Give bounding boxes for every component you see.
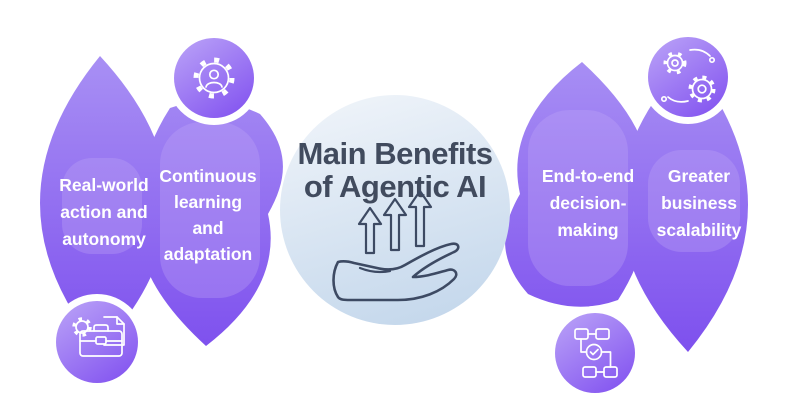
briefcase-gear-document-badge [49, 294, 145, 390]
connected-gears-badge [641, 30, 735, 124]
label-line: autonomy [62, 229, 146, 249]
badge-circle [648, 37, 728, 117]
label-line: decision- [550, 193, 627, 213]
label-line: scalability [657, 220, 742, 240]
person-in-gear-badge [167, 31, 261, 125]
hand-with-growth-arrows-icon [332, 189, 460, 302]
petal-scalability-highlight [648, 150, 740, 252]
label-line: business [661, 193, 737, 213]
label-line: End-to-end [542, 166, 634, 186]
flowchart-check-badge [548, 306, 642, 400]
petal-end-to-end-shape [505, 62, 650, 307]
petal-continuous-learning-label: Continuous learning and adaptation [159, 166, 256, 264]
label-line: Real-world [59, 175, 148, 195]
connected-gears-icon [660, 48, 716, 103]
label-line: Continuous [159, 166, 256, 186]
label-line: making [557, 220, 618, 240]
label-line: adaptation [164, 244, 252, 264]
petal-scalability-label: Greater business scalability [657, 166, 742, 240]
petal-continuous-learning-shape [138, 101, 283, 347]
petal-scalability-shape [620, 58, 748, 352]
person-in-gear-icon [193, 57, 235, 99]
label-line: learning [174, 192, 242, 212]
flowchart-check-icon [574, 328, 618, 378]
label-line: Greater [668, 166, 730, 186]
petal-real-world-shape [40, 56, 168, 350]
petal-continuous-learning-highlight [160, 122, 260, 298]
petal-real-world-label: Real-world action and autonomy [59, 175, 148, 249]
petal-real-world-highlight [62, 158, 142, 254]
label-line: action and [60, 202, 148, 222]
briefcase-gear-document-icon [72, 316, 125, 357]
label-line: and [192, 218, 223, 238]
petal-end-to-end-label: End-to-end decision- making [542, 166, 634, 240]
center-circle [280, 95, 510, 325]
center-title-line1: Main Benefits [297, 136, 492, 171]
badge-circle [56, 301, 138, 383]
petal-end-to-end-highlight [528, 110, 628, 286]
